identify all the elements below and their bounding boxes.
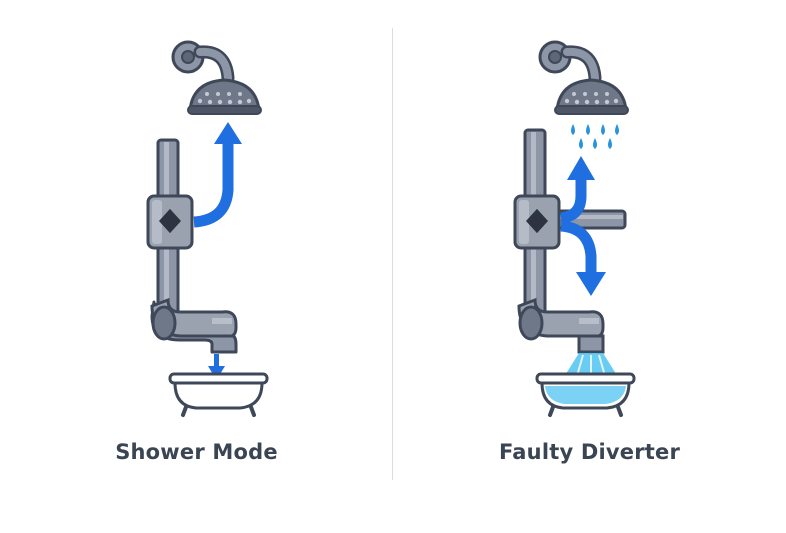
- panel-shower-mode: Shower Mode: [115, 40, 278, 464]
- tub-spout-icon: [517, 297, 605, 354]
- panel-title: Shower Mode: [115, 440, 278, 464]
- panel-title: Faulty Diverter: [498, 440, 681, 464]
- diverter-knob-icon: [525, 208, 549, 234]
- tub-water: [545, 386, 626, 404]
- flow-arrow-split-up: [560, 156, 595, 224]
- shower-mode-illustration: [146, 40, 269, 417]
- diverter-knob-icon: [158, 208, 182, 234]
- shower-arm: [171, 40, 235, 85]
- flow-arrow-to-shower: [193, 122, 242, 228]
- shower-head-icon: [554, 78, 629, 115]
- shower-head-icon: [187, 78, 262, 115]
- bathtub-icon: [168, 372, 269, 417]
- panel-faulty-diverter: Faulty Diverter: [393, 0, 786, 533]
- bathtub-icon: [535, 372, 636, 417]
- shower-drips-icon: [571, 124, 619, 149]
- panel-divider: [392, 28, 393, 480]
- faulty-diverter-illustration: [513, 40, 636, 417]
- shower-arm: [538, 40, 602, 85]
- tub-spout-icon: [150, 297, 238, 354]
- diverter-valve: [146, 194, 194, 250]
- flow-arrow-split-down: [560, 220, 606, 296]
- diverter-valve: [513, 194, 561, 250]
